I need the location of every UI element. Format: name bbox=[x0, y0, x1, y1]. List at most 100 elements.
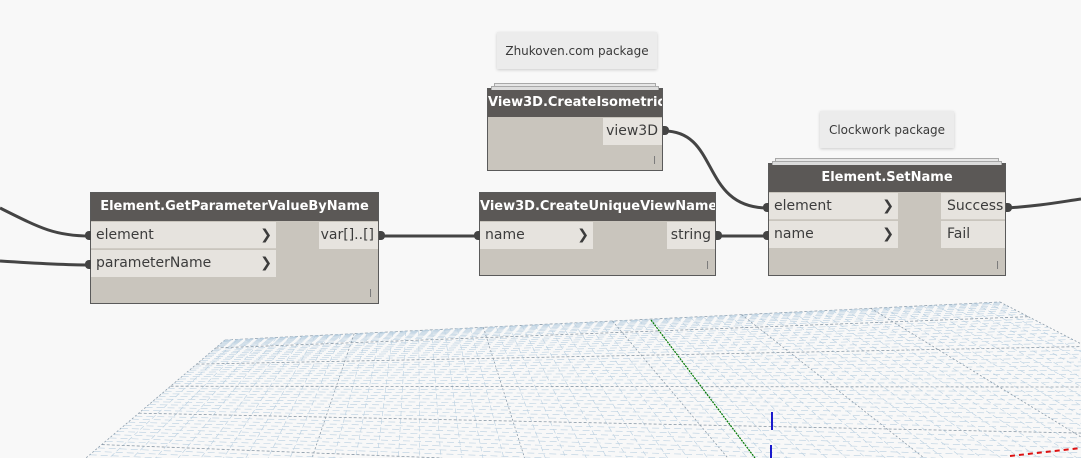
grid-line bbox=[676, 317, 827, 458]
node-stack-decoration bbox=[491, 86, 659, 90]
input-port-name[interactable]: name ❯ bbox=[769, 221, 898, 248]
port-label: parameterName bbox=[96, 255, 212, 271]
grid-line bbox=[289, 334, 342, 458]
input-pin-icon[interactable] bbox=[474, 231, 480, 240]
node-view3d-createisometric[interactable]: View3D.CreateIsometric view3D l bbox=[487, 83, 663, 171]
input-pin-icon[interactable] bbox=[85, 231, 91, 240]
wire-isometric-to-setname-element[interactable] bbox=[663, 129, 769, 210]
grid-line bbox=[818, 310, 1040, 458]
node-title[interactable]: Element.SetName bbox=[769, 164, 1005, 192]
grid-line bbox=[457, 328, 484, 458]
output-pin-icon[interactable] bbox=[716, 231, 722, 240]
lacing-indicator-icon[interactable]: l bbox=[705, 259, 709, 272]
output-port-success[interactable]: Success bbox=[941, 193, 1005, 220]
note-clockwork-package[interactable]: Clockwork package bbox=[820, 111, 954, 148]
grid-line bbox=[311, 333, 355, 458]
output-pin-icon[interactable] bbox=[379, 231, 385, 240]
grid-line bbox=[161, 393, 1081, 401]
node-title[interactable]: View3D.CreateIsometric bbox=[488, 89, 662, 117]
grid-line bbox=[560, 323, 648, 458]
wire-offscreen-to-getparam-element[interactable] bbox=[0, 206, 91, 238]
input-pin-icon[interactable] bbox=[763, 231, 769, 240]
grid-line bbox=[113, 434, 795, 458]
port-label: name bbox=[485, 227, 525, 243]
grid-line bbox=[961, 303, 1081, 369]
grid-line bbox=[355, 332, 381, 458]
grid-line bbox=[164, 390, 1081, 397]
node-stack-decoration bbox=[772, 161, 1002, 165]
x-axis-line bbox=[1009, 447, 1081, 457]
wire-offscreen-to-getparam-parametername[interactable] bbox=[0, 259, 91, 267]
input-pin-icon[interactable] bbox=[763, 203, 769, 212]
chevron-right-icon: ❯ bbox=[577, 227, 589, 243]
grid-line bbox=[974, 303, 1081, 361]
grid-line bbox=[715, 315, 886, 458]
output-port-view3d[interactable]: view3D bbox=[603, 118, 662, 145]
output-pin-icon[interactable] bbox=[1006, 203, 1012, 212]
node-title[interactable]: Element.GetParameterValueByName bbox=[91, 193, 378, 221]
grid-line bbox=[935, 304, 1081, 387]
grid-line bbox=[844, 309, 1078, 458]
lacing-indicator-icon[interactable]: l bbox=[652, 154, 656, 167]
node-view3d-createuniqueviewname[interactable]: View3D.CreateUniqueViewName name ❯ strin… bbox=[479, 192, 716, 276]
grid-line bbox=[109, 437, 668, 458]
output-pin-icon[interactable] bbox=[663, 126, 669, 135]
grid-line bbox=[148, 404, 1081, 420]
port-label: element bbox=[96, 227, 154, 243]
grid-line bbox=[922, 305, 1081, 397]
input-port-element[interactable]: element ❯ bbox=[91, 222, 276, 249]
grid-line bbox=[178, 337, 277, 458]
grid-line bbox=[547, 324, 628, 458]
grid-line bbox=[97, 447, 343, 458]
grid-line bbox=[200, 339, 1073, 361]
lacing-indicator-icon[interactable]: l bbox=[368, 287, 372, 300]
grid-line bbox=[155, 398, 1081, 410]
chevron-right-icon: ❯ bbox=[882, 226, 894, 242]
grid-line bbox=[124, 424, 1081, 453]
grid-line bbox=[444, 329, 463, 458]
grid-line bbox=[176, 378, 1081, 382]
grid-line bbox=[793, 311, 1002, 458]
chevron-right-icon: ❯ bbox=[260, 255, 272, 271]
grid-line bbox=[948, 304, 1081, 378]
lacing-indicator-icon[interactable]: l bbox=[995, 259, 999, 272]
grid-line bbox=[999, 301, 1081, 345]
y-axis-line bbox=[650, 319, 756, 458]
input-pin-icon[interactable] bbox=[85, 260, 91, 269]
note-text: Zhukoven.com package bbox=[505, 43, 649, 58]
grid-line bbox=[418, 330, 420, 458]
wire-setname-success-to-offscreen[interactable] bbox=[1005, 197, 1081, 210]
chevron-right-icon: ❯ bbox=[260, 227, 272, 243]
grid-line bbox=[135, 415, 1081, 439]
input-port-name[interactable]: name ❯ bbox=[480, 222, 593, 249]
output-port-var[interactable]: var[]..[] bbox=[319, 222, 378, 249]
grid-line bbox=[780, 312, 983, 458]
grid-line bbox=[376, 331, 394, 458]
grid-line bbox=[109, 339, 239, 458]
input-port-element[interactable]: element ❯ bbox=[769, 193, 898, 220]
grid-line bbox=[333, 332, 368, 458]
node-element-getparametervaluebyname[interactable]: Element.GetParameterValueByName element … bbox=[90, 192, 379, 304]
grid-line bbox=[909, 306, 1081, 406]
grid-line bbox=[173, 382, 1081, 385]
note-zhukoven-package[interactable]: Zhukoven.com package bbox=[497, 32, 657, 69]
input-port-parametername[interactable]: parameterName ❯ bbox=[91, 250, 276, 277]
grid-line bbox=[170, 385, 1081, 388]
grid-line bbox=[521, 325, 587, 458]
grid-line bbox=[689, 316, 847, 458]
grid-line bbox=[728, 315, 905, 458]
grid-line bbox=[741, 314, 925, 458]
output-port-string[interactable]: string bbox=[667, 222, 715, 249]
grid-line bbox=[831, 309, 1059, 458]
grid-lines bbox=[85, 301, 1081, 458]
grid-line bbox=[152, 401, 1081, 415]
grid-line bbox=[186, 361, 1081, 373]
node-title[interactable]: View3D.CreateUniqueViewName bbox=[480, 193, 715, 221]
node-element-setname[interactable]: Element.SetName element ❯ name ❯ Success… bbox=[768, 158, 1006, 276]
grid-line bbox=[105, 440, 551, 458]
grid-line bbox=[184, 365, 1081, 375]
output-port-fail[interactable]: Fail bbox=[941, 221, 1005, 248]
grid-line bbox=[586, 322, 689, 458]
